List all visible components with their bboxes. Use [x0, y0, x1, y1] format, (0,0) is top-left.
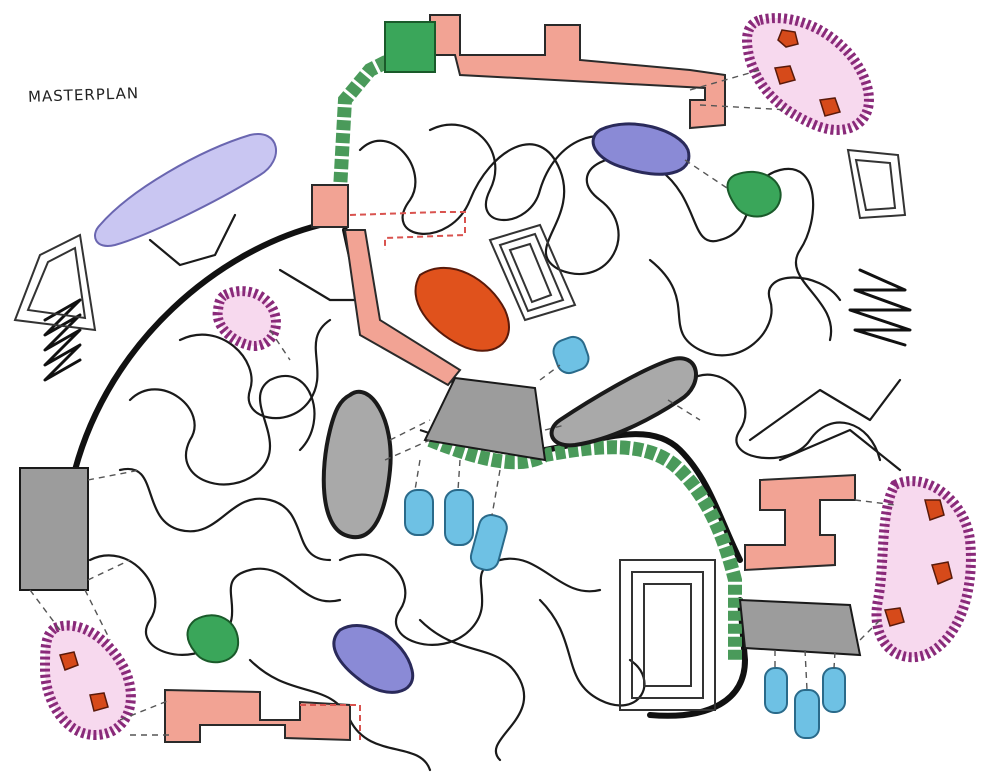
lilac-capsule	[95, 134, 276, 246]
orange-pod	[416, 268, 509, 351]
green-block	[385, 22, 435, 72]
